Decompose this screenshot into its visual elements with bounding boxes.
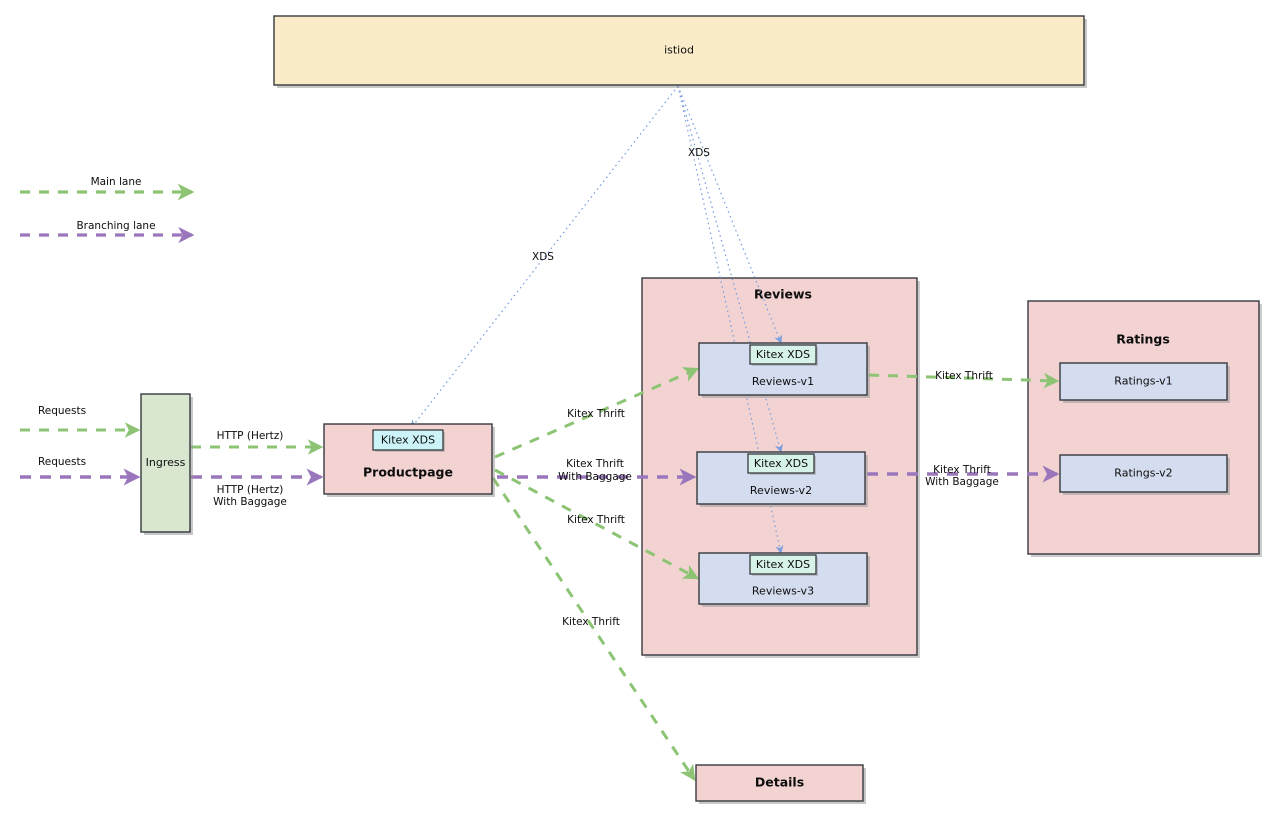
edge-label-label-kitex-thrift-ratings-v1: Kitex Thrift	[935, 370, 993, 382]
node-reviews-v3[interactable]: Kitex XDS Reviews-v3	[698, 552, 870, 607]
edge-label-label-http-hertz-baggage-1: HTTP (Hertz)	[217, 484, 284, 496]
node-rect	[695, 764, 864, 802]
edge-istiod-to-reviews-v1-xds	[677, 85, 783, 344]
edge-label-label-kitex-thrift-details: Kitex Thrift	[562, 616, 620, 628]
node-label: Productpage	[363, 465, 453, 480]
badge-rect	[747, 453, 815, 474]
edge-reviews-v1-to-ratings-v1	[868, 372, 1060, 389]
service-group-ratings-group: Ratings	[1027, 300, 1262, 557]
badge-rect	[749, 344, 817, 365]
node-rect	[698, 552, 868, 605]
node-label: Reviews-v3	[752, 585, 814, 598]
edge-label-label-kitex-thrift-ratings-v2-1: Kitex Thrift	[933, 464, 991, 476]
node-label: Details	[755, 775, 804, 790]
edges-layer	[20, 85, 1060, 781]
edge-label-label-xds-reviews: XDS	[688, 147, 710, 159]
edge-label-label-http-hertz: HTTP (Hertz)	[217, 430, 284, 442]
node-reviews-v2[interactable]: Kitex XDS Reviews-v2	[696, 451, 868, 507]
kitex-xds-badge: Kitex XDS	[749, 344, 818, 366]
edge-label-label-kitex-thrift-baggage-v2-1: Kitex Thrift	[566, 458, 624, 470]
node-ratings-v1[interactable]: Ratings-v1	[1059, 362, 1230, 403]
badge-label: Kitex XDS	[756, 348, 810, 361]
legend-label: Branching lane	[76, 220, 155, 232]
node-label: Ingress	[146, 456, 186, 469]
node-label: Ratings-v1	[1114, 375, 1172, 388]
edge-productpage-to-reviews-v3	[494, 468, 700, 580]
legend-label: Main lane	[91, 176, 142, 188]
node-rect	[1059, 454, 1228, 493]
kitex-xds-badge: Kitex XDS	[372, 429, 445, 452]
edge-label-label-kitex-thrift-v1: Kitex Thrift	[567, 408, 625, 420]
group-title: Reviews	[754, 287, 812, 302]
edge-label-label-kitex-thrift-ratings-v2-2: With Baggage	[925, 476, 999, 488]
node-rect	[140, 393, 191, 533]
kitex-xds-badge: Kitex XDS	[749, 554, 818, 576]
node-label: Ratings-v2	[1114, 467, 1172, 480]
group-title: Ratings	[1116, 332, 1170, 347]
node-label: istiod	[664, 44, 694, 57]
edge-label-label-kitex-thrift-v3: Kitex Thrift	[567, 514, 625, 526]
node-details[interactable]: Details	[695, 764, 866, 804]
node-label: Reviews-v2	[750, 484, 812, 497]
node-istiod[interactable]: istiod	[273, 15, 1087, 88]
edge-istiod-to-reviews-v2-xds	[677, 85, 783, 453]
node-ingress[interactable]: Ingress	[140, 393, 193, 535]
kitex-xds-badge: Kitex XDS	[747, 453, 816, 475]
edge-label-label-requests-branching: Requests	[38, 456, 86, 468]
badge-rect	[372, 429, 444, 451]
badge-label: Kitex XDS	[756, 558, 810, 571]
node-rect	[1059, 362, 1228, 401]
badge-label: Kitex XDS	[381, 434, 435, 447]
node-ratings-v2[interactable]: Ratings-v2	[1059, 454, 1230, 495]
edge-label-label-kitex-thrift-baggage-v2-2: With Baggage	[558, 471, 632, 483]
edge-label-label-xds-productpage: XDS	[532, 251, 554, 263]
legend-item-1: Branching lane	[20, 220, 195, 243]
edge-istiod-to-productpage-xds	[410, 85, 679, 429]
node-label: Reviews-v1	[752, 375, 814, 388]
badge-label: Kitex XDS	[754, 457, 808, 470]
edge-label-label-requests-main: Requests	[38, 405, 86, 417]
edge-label-label-http-hertz-baggage-2: With Baggage	[213, 496, 287, 508]
badge-rect	[749, 554, 817, 575]
legend-item-0: Main lane	[20, 176, 195, 201]
node-productpage[interactable]: Kitex XDS Productpage	[323, 423, 495, 497]
group-rect	[1027, 300, 1260, 555]
edge-productpage-to-details	[491, 477, 696, 781]
node-reviews-v1[interactable]: Kitex XDS Reviews-v1	[698, 342, 870, 398]
node-rect	[273, 15, 1085, 86]
